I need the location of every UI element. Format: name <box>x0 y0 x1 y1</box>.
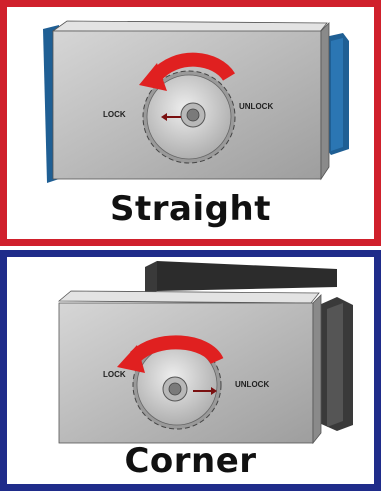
unlock-label: UNLOCK <box>239 102 273 111</box>
rotate-arrow-icon <box>139 52 235 91</box>
lock-label: LOCK <box>103 110 126 119</box>
direction-arrow-icon <box>161 113 181 121</box>
gear-dial-icon <box>142 70 236 164</box>
lock-label: LOCK <box>103 370 126 379</box>
gear-dial-icon <box>132 340 222 430</box>
straight-lock-illustration: LOCK UNLOCK <box>43 20 349 183</box>
unlock-label: UNLOCK <box>235 380 269 389</box>
direction-arrow-icon <box>193 387 217 395</box>
corner-lock-illustration: LOCK UNLOCK <box>57 261 353 445</box>
rotate-arrow-icon <box>117 335 224 373</box>
straight-panel: LOCK UNLOCK Straight <box>0 0 381 246</box>
corner-bracket-top <box>145 261 157 297</box>
corner-panel: LOCK UNLOCK Corner <box>0 250 381 491</box>
corner-title: Corner <box>124 441 257 481</box>
straight-title: Straight <box>110 189 271 229</box>
